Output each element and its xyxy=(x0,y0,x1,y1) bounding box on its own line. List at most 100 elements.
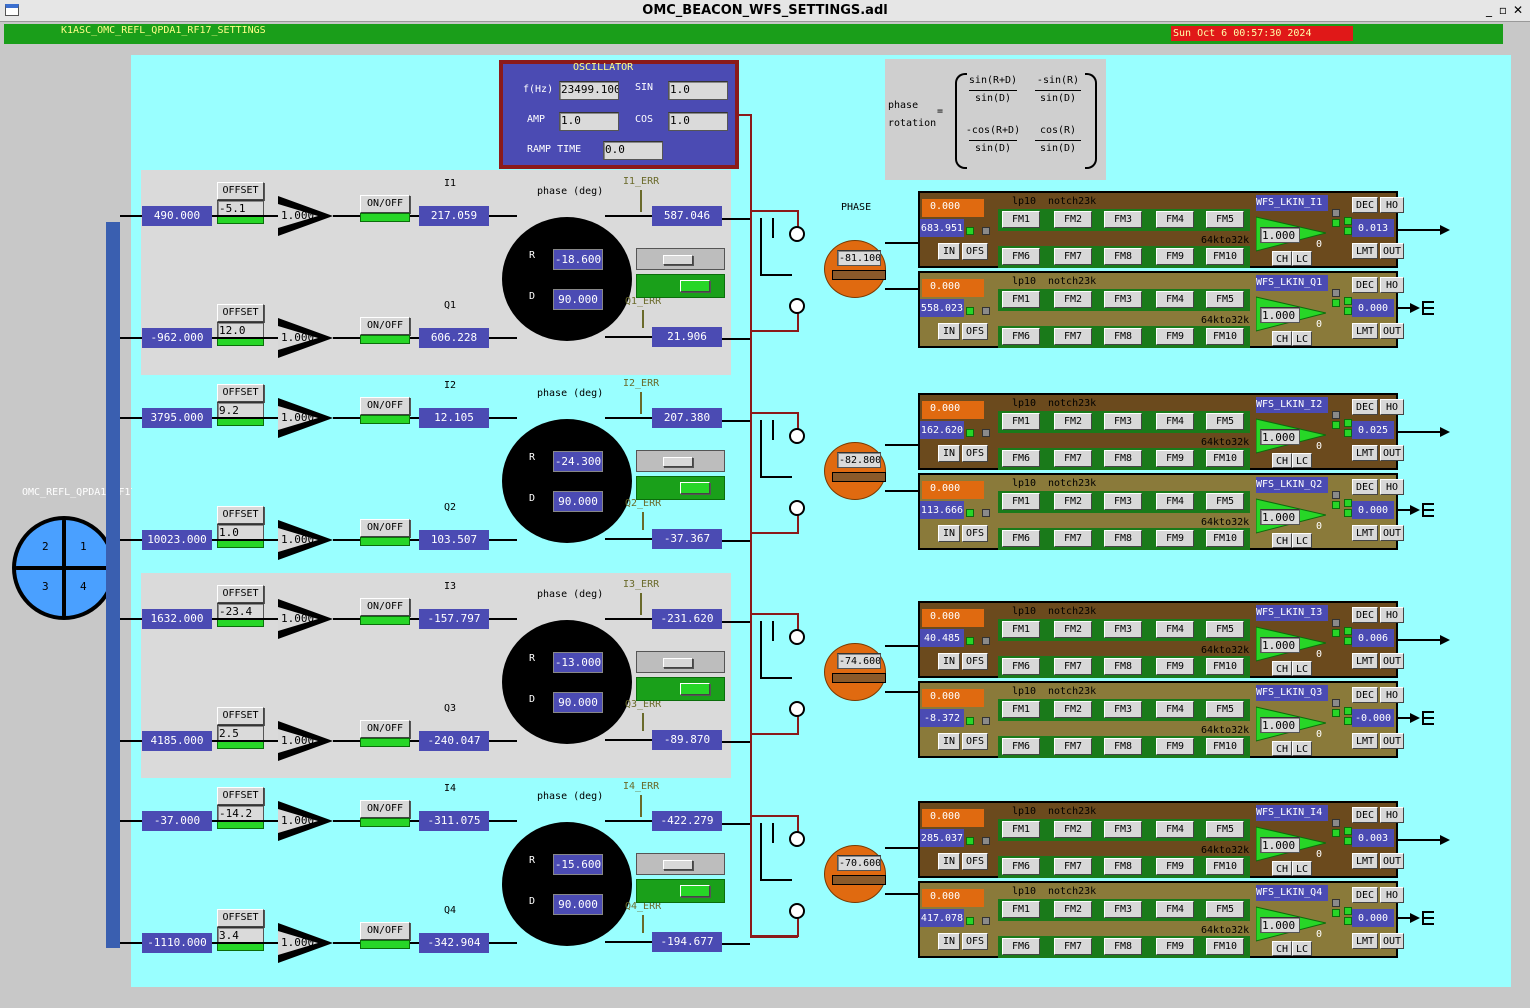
out-button[interactable]: OUT xyxy=(1380,733,1404,749)
i-offset-input[interactable]: -5.1 xyxy=(217,200,264,217)
filter-fm9-button[interactable]: FM9 xyxy=(1156,938,1194,955)
ofs-button[interactable]: OFS xyxy=(962,243,988,260)
filter-fm3-button[interactable]: FM3 xyxy=(1104,901,1142,918)
filter-gain-input[interactable]: 1.000 xyxy=(1260,837,1300,853)
d-input[interactable]: 90.000 xyxy=(553,491,603,512)
lmt-button[interactable]: LMT xyxy=(1352,933,1378,949)
offset-button[interactable]: OFFSET xyxy=(217,182,264,200)
ch-button[interactable]: CH xyxy=(1272,861,1292,876)
filter-fm5-button[interactable]: FM5 xyxy=(1206,621,1244,638)
offset-button[interactable]: OFFSET xyxy=(217,585,264,603)
filter-fm10-button[interactable]: FM10 xyxy=(1206,248,1244,265)
onoff-button[interactable]: ON/OFF xyxy=(360,195,410,213)
ch-button[interactable]: CH xyxy=(1272,453,1292,468)
q-gain-value[interactable]: 1.000 xyxy=(281,734,315,747)
filter-fm7-button[interactable]: FM7 xyxy=(1054,248,1092,265)
freq-input[interactable]: 23499.100 xyxy=(559,81,619,100)
filter-fm3-button[interactable]: FM3 xyxy=(1104,291,1142,308)
filter-fm10-button[interactable]: FM10 xyxy=(1206,938,1244,955)
filter-fm1-button[interactable]: FM1 xyxy=(1002,291,1040,308)
sin-input[interactable]: 1.0 xyxy=(668,81,728,100)
dec-button[interactable]: DEC xyxy=(1352,887,1378,903)
phase-input[interactable]: -81.100 xyxy=(837,250,881,266)
minimize-icon[interactable]: _ xyxy=(1486,3,1492,17)
filter-fm8-button[interactable]: FM8 xyxy=(1104,858,1142,875)
ho-button[interactable]: HO xyxy=(1380,687,1404,703)
filter-fm4-button[interactable]: FM4 xyxy=(1156,291,1194,308)
filter-fm1-button[interactable]: FM1 xyxy=(1002,821,1040,838)
dec-button[interactable]: DEC xyxy=(1352,277,1378,293)
lc-button[interactable]: LC xyxy=(1292,661,1312,676)
q-gain-value[interactable]: 1.000 xyxy=(281,533,315,546)
filter-fm2-button[interactable]: FM2 xyxy=(1054,621,1092,638)
filter-fm7-button[interactable]: FM7 xyxy=(1054,738,1092,755)
ho-button[interactable]: HO xyxy=(1380,607,1404,623)
filter-fm5-button[interactable]: FM5 xyxy=(1206,413,1244,430)
lmt-button[interactable]: LMT xyxy=(1352,853,1378,869)
filter-fm8-button[interactable]: FM8 xyxy=(1104,248,1142,265)
out-button[interactable]: OUT xyxy=(1380,445,1404,461)
filter-fm10-button[interactable]: FM10 xyxy=(1206,530,1244,547)
d-input[interactable]: 90.000 xyxy=(553,289,603,310)
phase-slider[interactable] xyxy=(832,875,886,885)
dec-button[interactable]: DEC xyxy=(1352,197,1378,213)
filter-fm10-button[interactable]: FM10 xyxy=(1206,738,1244,755)
filter-fm1-button[interactable]: FM1 xyxy=(1002,901,1040,918)
ramp-input[interactable]: 0.0 xyxy=(603,141,663,160)
i-gain-value[interactable]: 1.000 xyxy=(281,411,315,424)
filter-fm2-button[interactable]: FM2 xyxy=(1054,493,1092,510)
ofs-button[interactable]: OFS xyxy=(962,525,988,542)
phase-slider[interactable] xyxy=(832,270,886,280)
slider-thumb[interactable] xyxy=(663,860,693,870)
filter-fm2-button[interactable]: FM2 xyxy=(1054,413,1092,430)
filter-fm7-button[interactable]: FM7 xyxy=(1054,450,1092,467)
lc-button[interactable]: LC xyxy=(1292,331,1312,346)
filter-fm3-button[interactable]: FM3 xyxy=(1104,493,1142,510)
filter-fm2-button[interactable]: FM2 xyxy=(1054,701,1092,718)
filter-fm6-button[interactable]: FM6 xyxy=(1002,658,1040,675)
filter-fm1-button[interactable]: FM1 xyxy=(1002,701,1040,718)
filter-fm6-button[interactable]: FM6 xyxy=(1002,938,1040,955)
ho-button[interactable]: HO xyxy=(1380,479,1404,495)
filter-fm6-button[interactable]: FM6 xyxy=(1002,530,1040,547)
filter-fm10-button[interactable]: FM10 xyxy=(1206,658,1244,675)
lc-button[interactable]: LC xyxy=(1292,941,1312,956)
lmt-button[interactable]: LMT xyxy=(1352,445,1378,461)
onoff-button[interactable]: ON/OFF xyxy=(360,922,410,940)
r-input[interactable]: -15.600 xyxy=(553,854,603,875)
in-button[interactable]: IN xyxy=(938,853,960,870)
filter-fm3-button[interactable]: FM3 xyxy=(1104,621,1142,638)
filter-fm6-button[interactable]: FM6 xyxy=(1002,328,1040,345)
filter-fm4-button[interactable]: FM4 xyxy=(1156,821,1194,838)
onoff-button[interactable]: ON/OFF xyxy=(360,317,410,335)
dec-button[interactable]: DEC xyxy=(1352,479,1378,495)
ch-button[interactable]: CH xyxy=(1272,661,1292,676)
filter-fm1-button[interactable]: FM1 xyxy=(1002,211,1040,228)
filter-fm9-button[interactable]: FM9 xyxy=(1156,658,1194,675)
out-button[interactable]: OUT xyxy=(1380,243,1404,259)
onoff-button[interactable]: ON/OFF xyxy=(360,720,410,738)
filter-fm8-button[interactable]: FM8 xyxy=(1104,938,1142,955)
filter-fm7-button[interactable]: FM7 xyxy=(1054,530,1092,547)
i-gain-value[interactable]: 1.000 xyxy=(281,209,315,222)
filter-fm7-button[interactable]: FM7 xyxy=(1054,658,1092,675)
filter-fm7-button[interactable]: FM7 xyxy=(1054,328,1092,345)
lc-button[interactable]: LC xyxy=(1292,533,1312,548)
filter-fm3-button[interactable]: FM3 xyxy=(1104,413,1142,430)
filter-fm7-button[interactable]: FM7 xyxy=(1054,858,1092,875)
filter-fm3-button[interactable]: FM3 xyxy=(1104,701,1142,718)
ho-button[interactable]: HO xyxy=(1380,197,1404,213)
filter-fm4-button[interactable]: FM4 xyxy=(1156,493,1194,510)
out-button[interactable]: OUT xyxy=(1380,323,1404,339)
dec-button[interactable]: DEC xyxy=(1352,607,1378,623)
filter-fm6-button[interactable]: FM6 xyxy=(1002,248,1040,265)
dec-button[interactable]: DEC xyxy=(1352,687,1378,703)
cos-input[interactable]: 1.0 xyxy=(668,112,728,131)
lmt-button[interactable]: LMT xyxy=(1352,653,1378,669)
r-input[interactable]: -13.000 xyxy=(553,652,603,673)
filter-fm4-button[interactable]: FM4 xyxy=(1156,413,1194,430)
phase-slider[interactable] xyxy=(832,472,886,482)
close-icon[interactable]: ✕ xyxy=(1512,3,1524,17)
filter-fm9-button[interactable]: FM9 xyxy=(1156,530,1194,547)
in-button[interactable]: IN xyxy=(938,733,960,750)
